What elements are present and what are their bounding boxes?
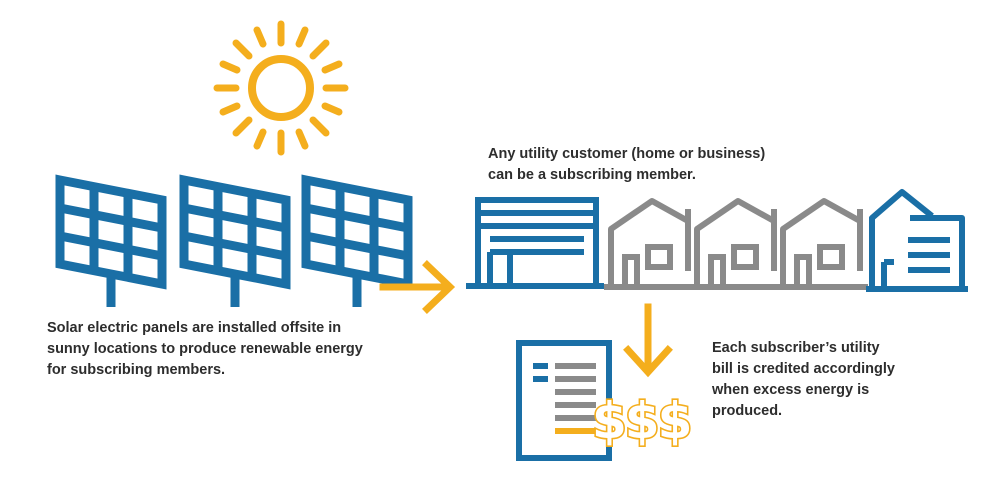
solar-panel-icon xyxy=(60,180,162,307)
caption-line: bill is credited accordingly xyxy=(712,361,895,377)
caption-line: Any utility customer (home or business) xyxy=(488,146,766,162)
arrow-right-icon xyxy=(379,260,456,314)
caption-line: sunny locations to produce renewable ene… xyxy=(47,341,363,357)
bill-document-icon xyxy=(516,340,612,461)
caption-line: for subscribing members. xyxy=(47,362,226,378)
house-icon xyxy=(611,201,688,289)
house-icon xyxy=(783,201,860,289)
caption-line: can be a subscribing member. xyxy=(488,167,696,183)
solar-panels-caption: Solar electric panels are installed offs… xyxy=(47,318,363,381)
solar-panel-icon xyxy=(184,180,286,307)
caption-line: Each subscriber’s utility xyxy=(712,340,880,356)
office-building-icon xyxy=(866,189,968,292)
house-icon xyxy=(697,201,774,289)
customers-caption: Any utility customer (home or business) … xyxy=(488,144,765,186)
sun-icon xyxy=(213,20,349,156)
arrow-down-icon xyxy=(623,303,673,378)
caption-line: Solar electric panels are installed offs… xyxy=(47,320,342,336)
dollar-signs-icon: $$$ xyxy=(592,392,690,450)
office-building-icon xyxy=(466,197,604,289)
caption-line: produced. xyxy=(712,403,783,419)
caption-line: when excess energy is xyxy=(712,382,870,398)
bill-credit-caption: Each subscriber’s utility bill is credit… xyxy=(712,338,895,422)
